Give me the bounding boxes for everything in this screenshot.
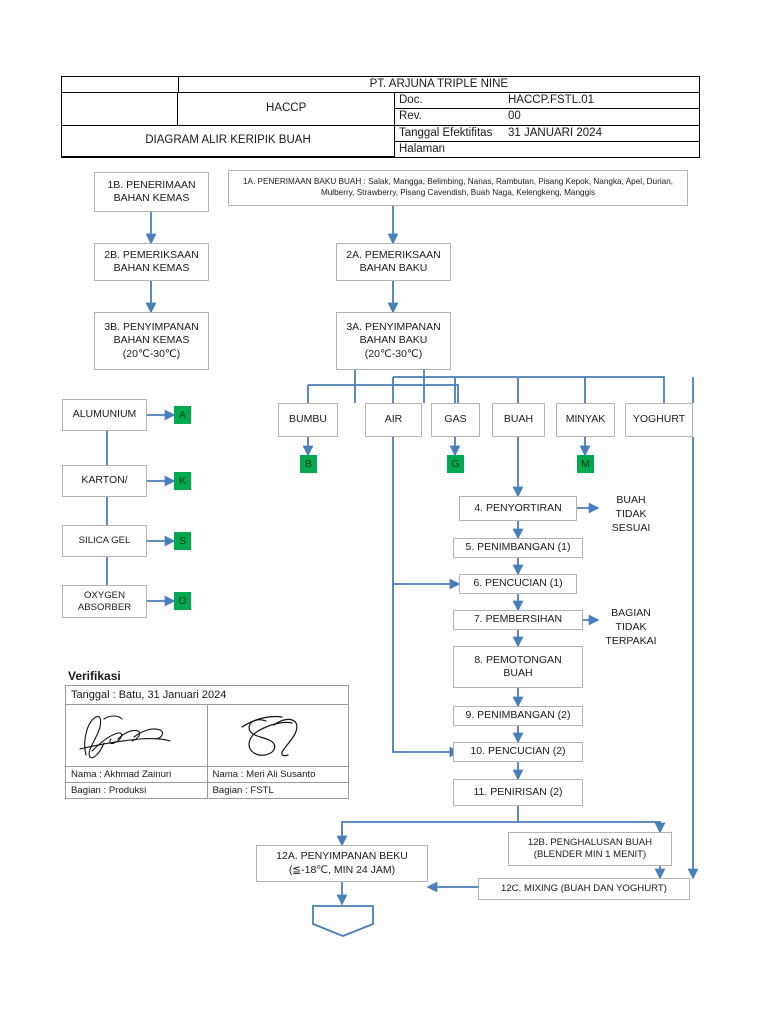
box-2a-inspect-raw-material[interactable]: 2A. PEMERIKSAAN BAHAN BAKU: [336, 243, 451, 281]
header-field-date: Tanggal Efektifitas 31 JANUARI 2024: [394, 125, 699, 142]
box-ingredient-bumbu[interactable]: BUMBU: [278, 403, 338, 437]
box-ingredient-buah[interactable]: BUAH: [492, 403, 545, 437]
verifier-name-2: Nama : Meri Ali Susanto: [206, 767, 348, 783]
signature-akhmad-zainuri: [66, 705, 207, 767]
badge-minyak-m: M: [577, 455, 594, 473]
header-row-company: PT. ARJUNA TRIPLE NINE: [62, 77, 699, 94]
verifier-division-2: Bagian : FSTL: [206, 783, 349, 798]
header-field-page-label: Halaman: [394, 141, 504, 158]
box-step-4-penyortiran[interactable]: 4. PENYORTIRAN: [459, 496, 577, 521]
header-fields-group-2: Tanggal Efektifitas 31 JANUARI 2024 Hala…: [394, 124, 699, 158]
box-3a-store-raw-material[interactable]: 3A. PENYIMPANAN BAHAN BAKU (20℃-30℃): [336, 312, 451, 370]
box-material-alumunium[interactable]: ALUMUNIUM: [62, 399, 147, 431]
box-material-oxygen-absorber[interactable]: OXYGEN ABSORBER: [62, 585, 147, 618]
box-2b-inspect-packaging[interactable]: 2B. PEMERIKSAAN BAHAN KEMAS: [94, 243, 209, 281]
header-fields-group: Doc. HACCP.FSTL.01 Rev. 00: [394, 93, 699, 125]
box-step-8-pemotongan-buah[interactable]: 8. PEMOTONGAN BUAH: [453, 646, 583, 688]
box-3b-store-packaging[interactable]: 3B. PENYIMPANAN BAHAN KEMAS (20℃-30℃): [94, 312, 209, 370]
box-1b-receiving-packaging[interactable]: 1B. PENERIMAAN BAHAN KEMAS: [94, 172, 209, 212]
header-logo-cell: [62, 77, 178, 94]
box-step-11-penirisan-2[interactable]: 11. PENIRISAN (2): [453, 779, 583, 806]
label-waste-unsuitable-fruit: BUAH TIDAK SESUAI: [611, 494, 651, 534]
label-waste-unused-parts: BAGIAN TIDAK TERPAKAI: [605, 607, 657, 647]
verification-division-row: Bagian : Produksi Bagian : FSTL: [66, 783, 348, 798]
box-12a-frozen-storage[interactable]: 12A. PENYIMPANAN BEKU (≦-18℃, MIN 24 JAM…: [256, 845, 428, 882]
header-row-title: DIAGRAM ALIR KERIPIK BUAH Tanggal Efekti…: [62, 124, 699, 158]
header-field-doc: Doc. HACCP.FSTL.01: [394, 93, 699, 110]
box-material-karton[interactable]: KARTON/: [62, 465, 147, 497]
header-field-rev: Rev. 00: [394, 109, 699, 125]
header-field-page: Halaman: [394, 141, 699, 158]
box-ingredient-gas[interactable]: GAS: [431, 403, 480, 437]
header-system-label: HACCP: [177, 93, 394, 125]
signature-mark-2: [240, 715, 297, 757]
box-step-5-penimbangan-1[interactable]: 5. PENIMBANGAN (1): [453, 538, 583, 558]
box-1a-receiving-raw-material[interactable]: 1A. PENERIMAAN BAKU BUAH : Salak, Mangga…: [228, 170, 688, 206]
box-12b-fruit-blending[interactable]: 12B. PENGHALUSAN BUAH (BLENDER MIN 1 MEN…: [508, 832, 672, 866]
badge-oxygen-absorber-o: O: [174, 592, 191, 610]
header-field-doc-label: Doc.: [394, 93, 504, 109]
box-ingredient-minyak[interactable]: MINYAK: [556, 403, 615, 437]
header-row-doc: HACCP Doc. HACCP.FSTL.01 Rev. 00: [62, 93, 699, 125]
badge-bumbu-b: B: [300, 455, 317, 473]
header-field-date-label: Tanggal Efektifitas: [394, 125, 504, 141]
verification-table: Tanggal : Batu, 31 Januari 2024: [65, 685, 349, 799]
verifier-name-1: Nama : Akhmad Zainuri: [66, 767, 207, 783]
badge-silica-gel-s: S: [174, 532, 191, 550]
box-step-9-penimbangan-2[interactable]: 9. PENIMBANGAN (2): [453, 706, 583, 726]
box-step-6-pencucian-1[interactable]: 6. PENCUCIAN (1): [459, 574, 577, 594]
output-terminator-shape: [312, 905, 374, 937]
signature-meri-ali-susanto: [206, 705, 348, 767]
header-field-page-value: [504, 142, 699, 157]
badge-alumunium-a: A: [174, 406, 191, 424]
verification-heading: Verifikasi: [68, 669, 121, 683]
box-step-7-pembersihan[interactable]: 7. PEMBERSIHAN: [453, 610, 583, 630]
header-company-name: PT. ARJUNA TRIPLE NINE: [177, 77, 699, 94]
box-material-silica-gel[interactable]: SILICA GEL: [62, 525, 147, 557]
verifier-division-1: Bagian : Produksi: [71, 785, 147, 796]
badge-karton-k: K: [174, 472, 191, 490]
signature-mark-1: [79, 715, 171, 759]
verification-name-row: Nama : Akhmad Zainuri Nama : Meri Ali Su…: [66, 767, 348, 783]
badge-gas-g: G: [447, 455, 464, 473]
verification-signature-row: [66, 705, 348, 767]
header-logo-spacer: [62, 93, 177, 124]
header-field-rev-label: Rev.: [394, 109, 504, 125]
header-field-doc-value: HACCP.FSTL.01: [508, 94, 595, 107]
header-field-date-value: 31 JANUARI 2024: [508, 126, 602, 139]
box-ingredient-air[interactable]: AIR: [365, 403, 422, 437]
document-header-table: PT. ARJUNA TRIPLE NINE HACCP Doc. HACCP.…: [61, 76, 700, 159]
header-diagram-title: DIAGRAM ALIR KERIPIK BUAH: [62, 124, 394, 158]
verification-date: Tanggal : Batu, 31 Januari 2024: [66, 686, 348, 705]
box-ingredient-yoghurt[interactable]: YOGHURT: [625, 403, 693, 437]
box-step-10-pencucian-2[interactable]: 10. PENCUCIAN (2): [453, 742, 583, 762]
header-field-rev-value: 00: [508, 110, 521, 123]
box-12c-mixing[interactable]: 12C. MIXING (BUAH DAN YOGHURT): [478, 878, 690, 900]
